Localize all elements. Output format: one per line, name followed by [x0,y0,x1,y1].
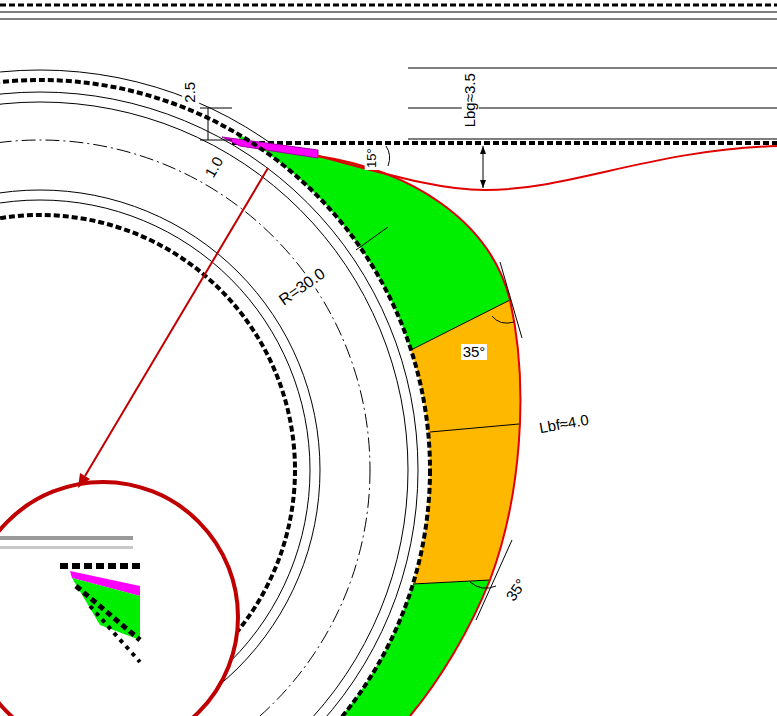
main-road [0,5,777,143]
ring-line [0,70,440,716]
bypass-edge [318,156,520,716]
boundary-line [411,300,510,350]
bypass-edge [318,146,777,190]
arrow-head [480,146,486,154]
green-area [342,580,490,716]
angle-label: 35° [461,344,488,361]
zoom-detail [0,536,140,662]
road-line [0,12,777,13]
arrow-head [480,180,486,188]
radius-label: R=30.0 [274,264,330,311]
centre-line [0,140,370,716]
angle-arc [470,582,496,588]
edge-marking [0,4,777,7]
arrow-head [78,473,90,488]
angle-arc [492,316,514,323]
tangent-line [500,262,522,338]
dimension-label: Lbf≈4.0 [536,411,592,437]
zoom-dashes [90,606,140,662]
dimension-label: Lbg≈3.5 [462,71,479,129]
dimension-line [430,424,519,432]
lane-line [408,139,777,140]
dimension-lines [200,108,522,620]
road-line [0,19,777,20]
zoom-line [0,536,133,540]
angle-arc [386,146,390,166]
kerb-ring [0,80,430,716]
zoom-pointer [85,168,268,476]
zoom-line [0,546,133,549]
kerb-line [232,141,777,145]
extension-line [200,108,232,109]
dimension-label: 1.0 [201,152,228,182]
lane-line [408,68,777,69]
zoom-green [72,578,140,640]
radius-line [356,227,388,250]
zoom-lens [0,482,238,716]
zoom-kerb [60,563,140,569]
zoom-dashes [76,586,140,640]
angle-label: 35° [502,574,531,605]
angle-label: 15° [365,146,379,170]
dimension-line [208,108,209,140]
dimension-label: 2.5 [182,80,199,105]
green-area [235,132,510,350]
tangent-line [476,540,512,620]
extension-line [200,140,232,141]
roundabout-rings [0,70,440,716]
boundary-line [413,580,490,584]
